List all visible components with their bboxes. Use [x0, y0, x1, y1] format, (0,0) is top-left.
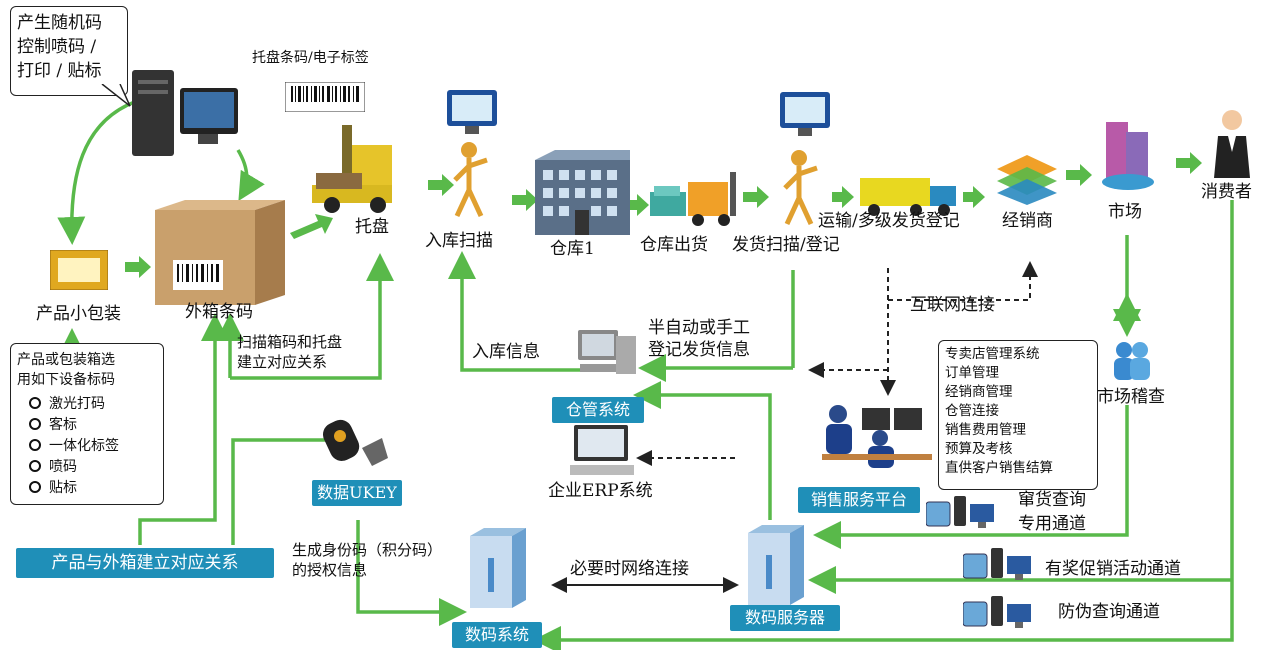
platform-feature: 销售费用管理 — [945, 422, 1026, 438]
printer-note-callout: 产生随机码 控制喷码 / 打印 / 贴标 — [10, 6, 128, 96]
erp-computer-icon — [570, 425, 634, 475]
device-option-text: 喷码 — [49, 458, 77, 475]
manual-register-line: 登记发货信息 — [648, 340, 750, 360]
internet-label: 互联网连接 — [910, 295, 995, 315]
anticounterfeit-label: 防伪查询通道 — [1058, 602, 1160, 622]
device-option-text: 客标 — [49, 416, 77, 433]
truck-icon — [860, 178, 956, 216]
device-option: 喷码 — [29, 455, 157, 476]
monitor-icon — [447, 90, 497, 134]
pallet-label: 托盘 — [355, 217, 389, 237]
manual-register-line: 半自动或手工 — [648, 318, 750, 338]
device-note-title: 产品或包装箱选 — [17, 352, 115, 368]
market-inspect-label: 市场稽查 — [1097, 387, 1165, 407]
distributor-icon — [997, 155, 1057, 205]
device-option: 激光打码 — [29, 392, 157, 413]
consumer-person-icon — [1214, 110, 1250, 178]
printer-note-line: 控制喷码 / — [17, 37, 97, 57]
phone-pc-devices-icon — [963, 596, 1031, 628]
device-option-text: 一体化标签 — [49, 437, 119, 454]
forklift-icon — [312, 125, 392, 213]
ship-scan-label: 发货扫描/登记 — [732, 235, 840, 255]
ukey-badge: 数据UKEY — [312, 480, 402, 506]
inbound-info-label: 入库信息 — [472, 342, 540, 362]
product-box-relation-badge: 产品与外箱建立对应关系 — [16, 548, 274, 578]
diverted-query-line: 窜货查询 — [1018, 490, 1086, 510]
device-option-list: 激光打码 客标 一体化标签 喷码 贴标 — [29, 392, 157, 497]
bullet-icon — [29, 417, 41, 430]
warehouse-icon — [535, 150, 630, 235]
transport-label: 运输/多级发货登记 — [818, 211, 960, 231]
diverted-query-text: 窜货查询 专用通道 — [1018, 488, 1086, 536]
sales-platform-badge: 销售服务平台 — [798, 487, 920, 513]
gen-id-line: 生成身份码（积分码） — [292, 541, 443, 559]
scan-relation-line: 建立对应关系 — [237, 353, 328, 371]
operators-icon — [822, 405, 932, 468]
platform-feature: 经销商管理 — [945, 384, 1013, 400]
carton-box-icon — [155, 200, 285, 305]
market-label: 市场 — [1108, 202, 1142, 222]
product-pack-label: 产品小包装 — [36, 304, 121, 324]
diverted-query-line: 专用通道 — [1018, 514, 1086, 534]
consumer-label: 消费者 — [1201, 182, 1252, 202]
distributor-label: 经销商 — [1002, 211, 1053, 231]
usb-key-icon — [322, 419, 388, 466]
device-option: 贴标 — [29, 476, 157, 497]
bullet-icon — [29, 438, 41, 451]
platform-feature: 订单管理 — [945, 365, 999, 381]
platform-feature: 直供客户销售结算 — [945, 460, 1053, 476]
warehouse1-label: 仓库1 — [550, 239, 595, 259]
server-icon — [470, 528, 526, 608]
device-options-callout: 产品或包装箱选 用如下设备标码 激光打码 客标 一体化标签 喷码 贴标 — [10, 343, 164, 505]
bullet-icon — [29, 480, 41, 493]
phone-pc-devices-icon — [963, 548, 1031, 580]
market-buildings-icon — [1102, 122, 1154, 190]
product-pack-icon — [50, 250, 108, 290]
phone-pc-devices-icon — [926, 496, 994, 528]
manual-register-text: 半自动或手工 登记发货信息 — [648, 317, 750, 361]
monitor-icon — [780, 92, 830, 136]
pallet-barcode-label: 托盘条码/电子标签 — [252, 50, 369, 66]
code-system-badge: 数码系统 — [452, 622, 542, 648]
bullet-icon — [29, 396, 41, 409]
scanner-worker-icon — [783, 150, 818, 226]
device-option-text: 激光打码 — [49, 395, 105, 412]
platform-feature: 专卖店管理系统 — [945, 346, 1040, 362]
wms-computer-icon — [578, 330, 636, 374]
forklift-out-icon — [650, 172, 736, 226]
platform-feature: 预算及考核 — [945, 441, 1013, 457]
gen-id-text: 生成身份码（积分码） 的授权信息 — [292, 540, 442, 580]
server-icon — [748, 525, 804, 605]
inspectors-icon — [1114, 342, 1150, 380]
device-option: 一体化标签 — [29, 434, 157, 455]
scan-relation-line: 扫描箱码和托盘 — [237, 333, 343, 351]
scan-relation-text: 扫描箱码和托盘 建立对应关系 — [237, 332, 342, 372]
barcode-tag-icon — [285, 82, 365, 112]
device-option-text: 贴标 — [49, 479, 77, 496]
code-server-badge: 数码服务器 — [730, 605, 840, 631]
platform-features-callout: 专卖店管理系统 订单管理 经销商管理 仓管连接 销售费用管理 预算及考核 直供客… — [938, 340, 1098, 490]
callout-tail — [101, 84, 131, 107]
scanner-worker-icon — [453, 142, 488, 218]
computer-icon — [132, 70, 238, 156]
device-option: 客标 — [29, 413, 157, 434]
promo-channel-label: 有奖促销活动通道 — [1045, 559, 1181, 579]
warehouse-out-label: 仓库出货 — [640, 235, 708, 255]
printer-note-line: 打印 / 贴标 — [17, 61, 102, 81]
wms-badge: 仓管系统 — [552, 397, 644, 423]
bullet-icon — [29, 459, 41, 472]
gen-id-line: 的授权信息 — [292, 561, 368, 579]
erp-label: 企业ERP系统 — [548, 481, 653, 501]
printer-note-line: 产生随机码 — [17, 13, 102, 33]
platform-feature: 仓管连接 — [945, 403, 999, 419]
outer-barcode-label: 外箱条码 — [185, 302, 253, 322]
inbound-scan-label: 入库扫描 — [425, 231, 493, 251]
network-when-needed-label: 必要时网络连接 — [570, 559, 689, 579]
device-note-title: 用如下设备标码 — [17, 372, 115, 388]
